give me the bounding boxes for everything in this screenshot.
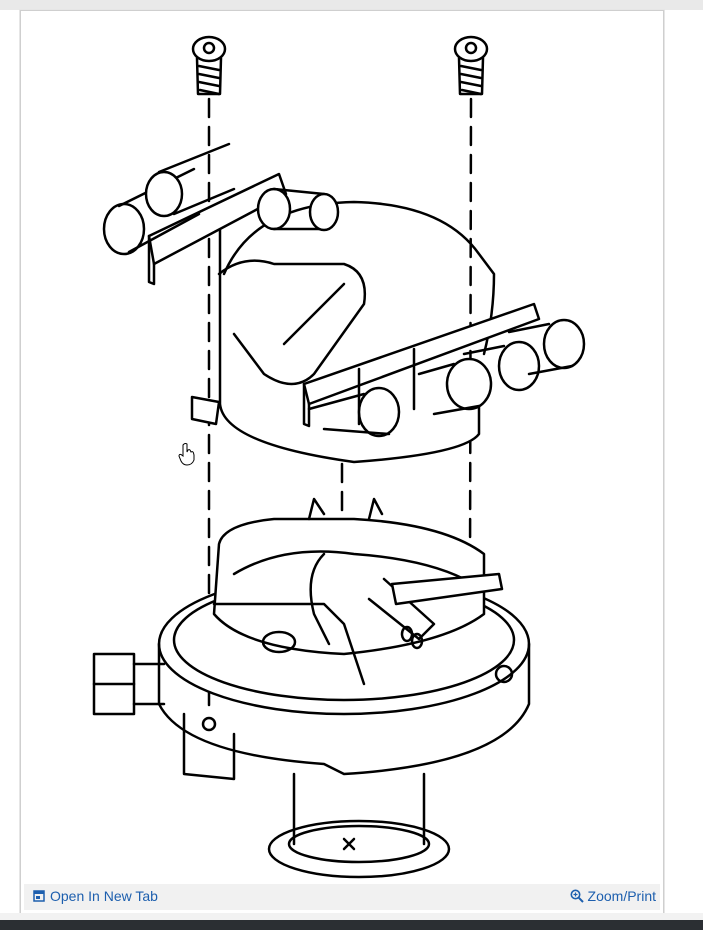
top-strip xyxy=(0,0,703,10)
left-screw xyxy=(191,35,227,96)
image-viewer-panel: Open In New Tab Zoom/Print xyxy=(20,10,664,914)
open-new-tab-icon xyxy=(32,889,46,903)
diagram-image[interactable] xyxy=(24,14,660,884)
zoom-icon xyxy=(570,889,584,903)
hand-cursor-icon xyxy=(178,442,196,471)
taskbar-strip xyxy=(0,920,703,930)
page-gap xyxy=(0,913,703,920)
open-new-tab-label: Open In New Tab xyxy=(50,888,158,904)
image-toolbar: Open In New Tab Zoom/Print xyxy=(24,884,660,910)
distributor-cap xyxy=(102,142,586,464)
zoom-print-link[interactable]: Zoom/Print xyxy=(570,888,656,904)
distributor-base xyxy=(92,497,531,879)
distributor-diagram xyxy=(92,35,586,879)
open-new-tab-link[interactable]: Open In New Tab xyxy=(32,888,158,904)
zoom-print-label: Zoom/Print xyxy=(587,888,656,904)
right-screw xyxy=(453,35,489,96)
